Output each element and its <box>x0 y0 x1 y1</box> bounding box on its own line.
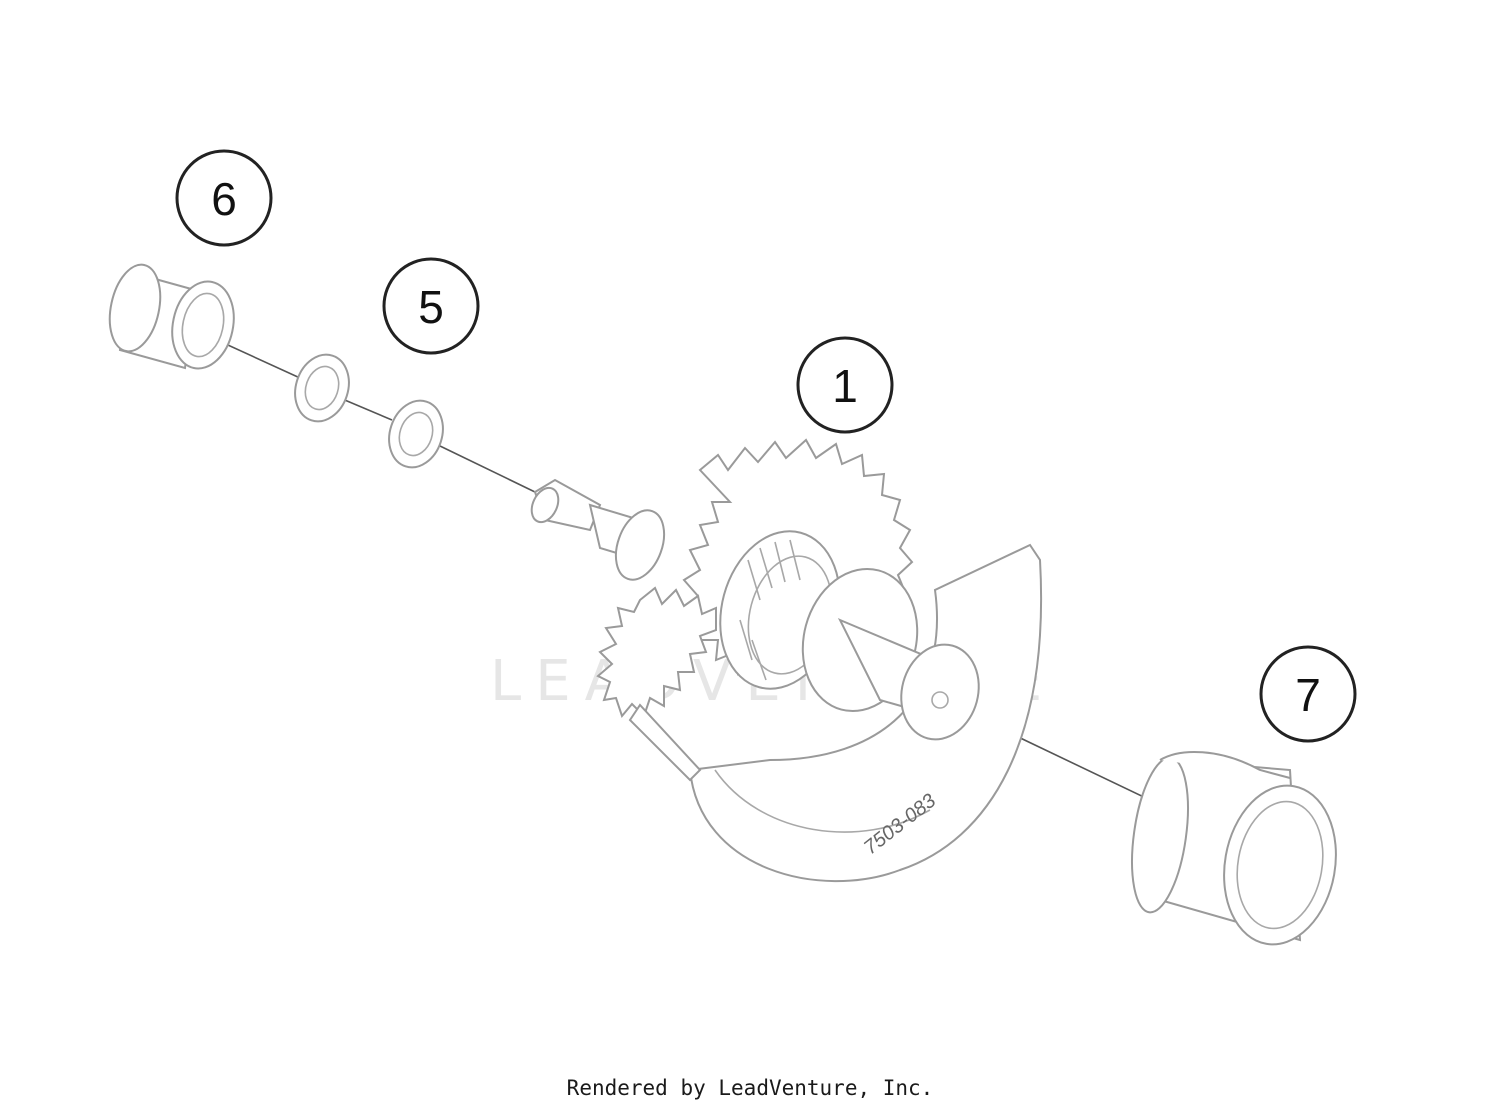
callout-5[interactable]: 5 <box>382 257 480 355</box>
callout-7[interactable]: 7 <box>1259 645 1357 743</box>
render-credit: Rendered by LeadVenture, Inc. <box>566 1076 934 1100</box>
part-7-bushing[interactable] <box>1123 751 1348 953</box>
part-5-washer-b[interactable] <box>381 394 451 475</box>
part-1-gear-shaft-assembly[interactable]: 7503-083 <box>527 438 1042 883</box>
callout-5-label: 5 <box>418 281 444 333</box>
part-5-washer-a[interactable] <box>287 348 357 429</box>
callout-1-label: 1 <box>832 360 858 412</box>
callout-7-label: 7 <box>1295 669 1321 721</box>
callout-6-label: 6 <box>211 173 237 225</box>
callout-6[interactable]: 6 <box>175 149 273 247</box>
spline-lines <box>739 539 801 681</box>
part-6-bushing[interactable] <box>102 260 241 374</box>
callout-1[interactable]: 1 <box>796 336 894 434</box>
